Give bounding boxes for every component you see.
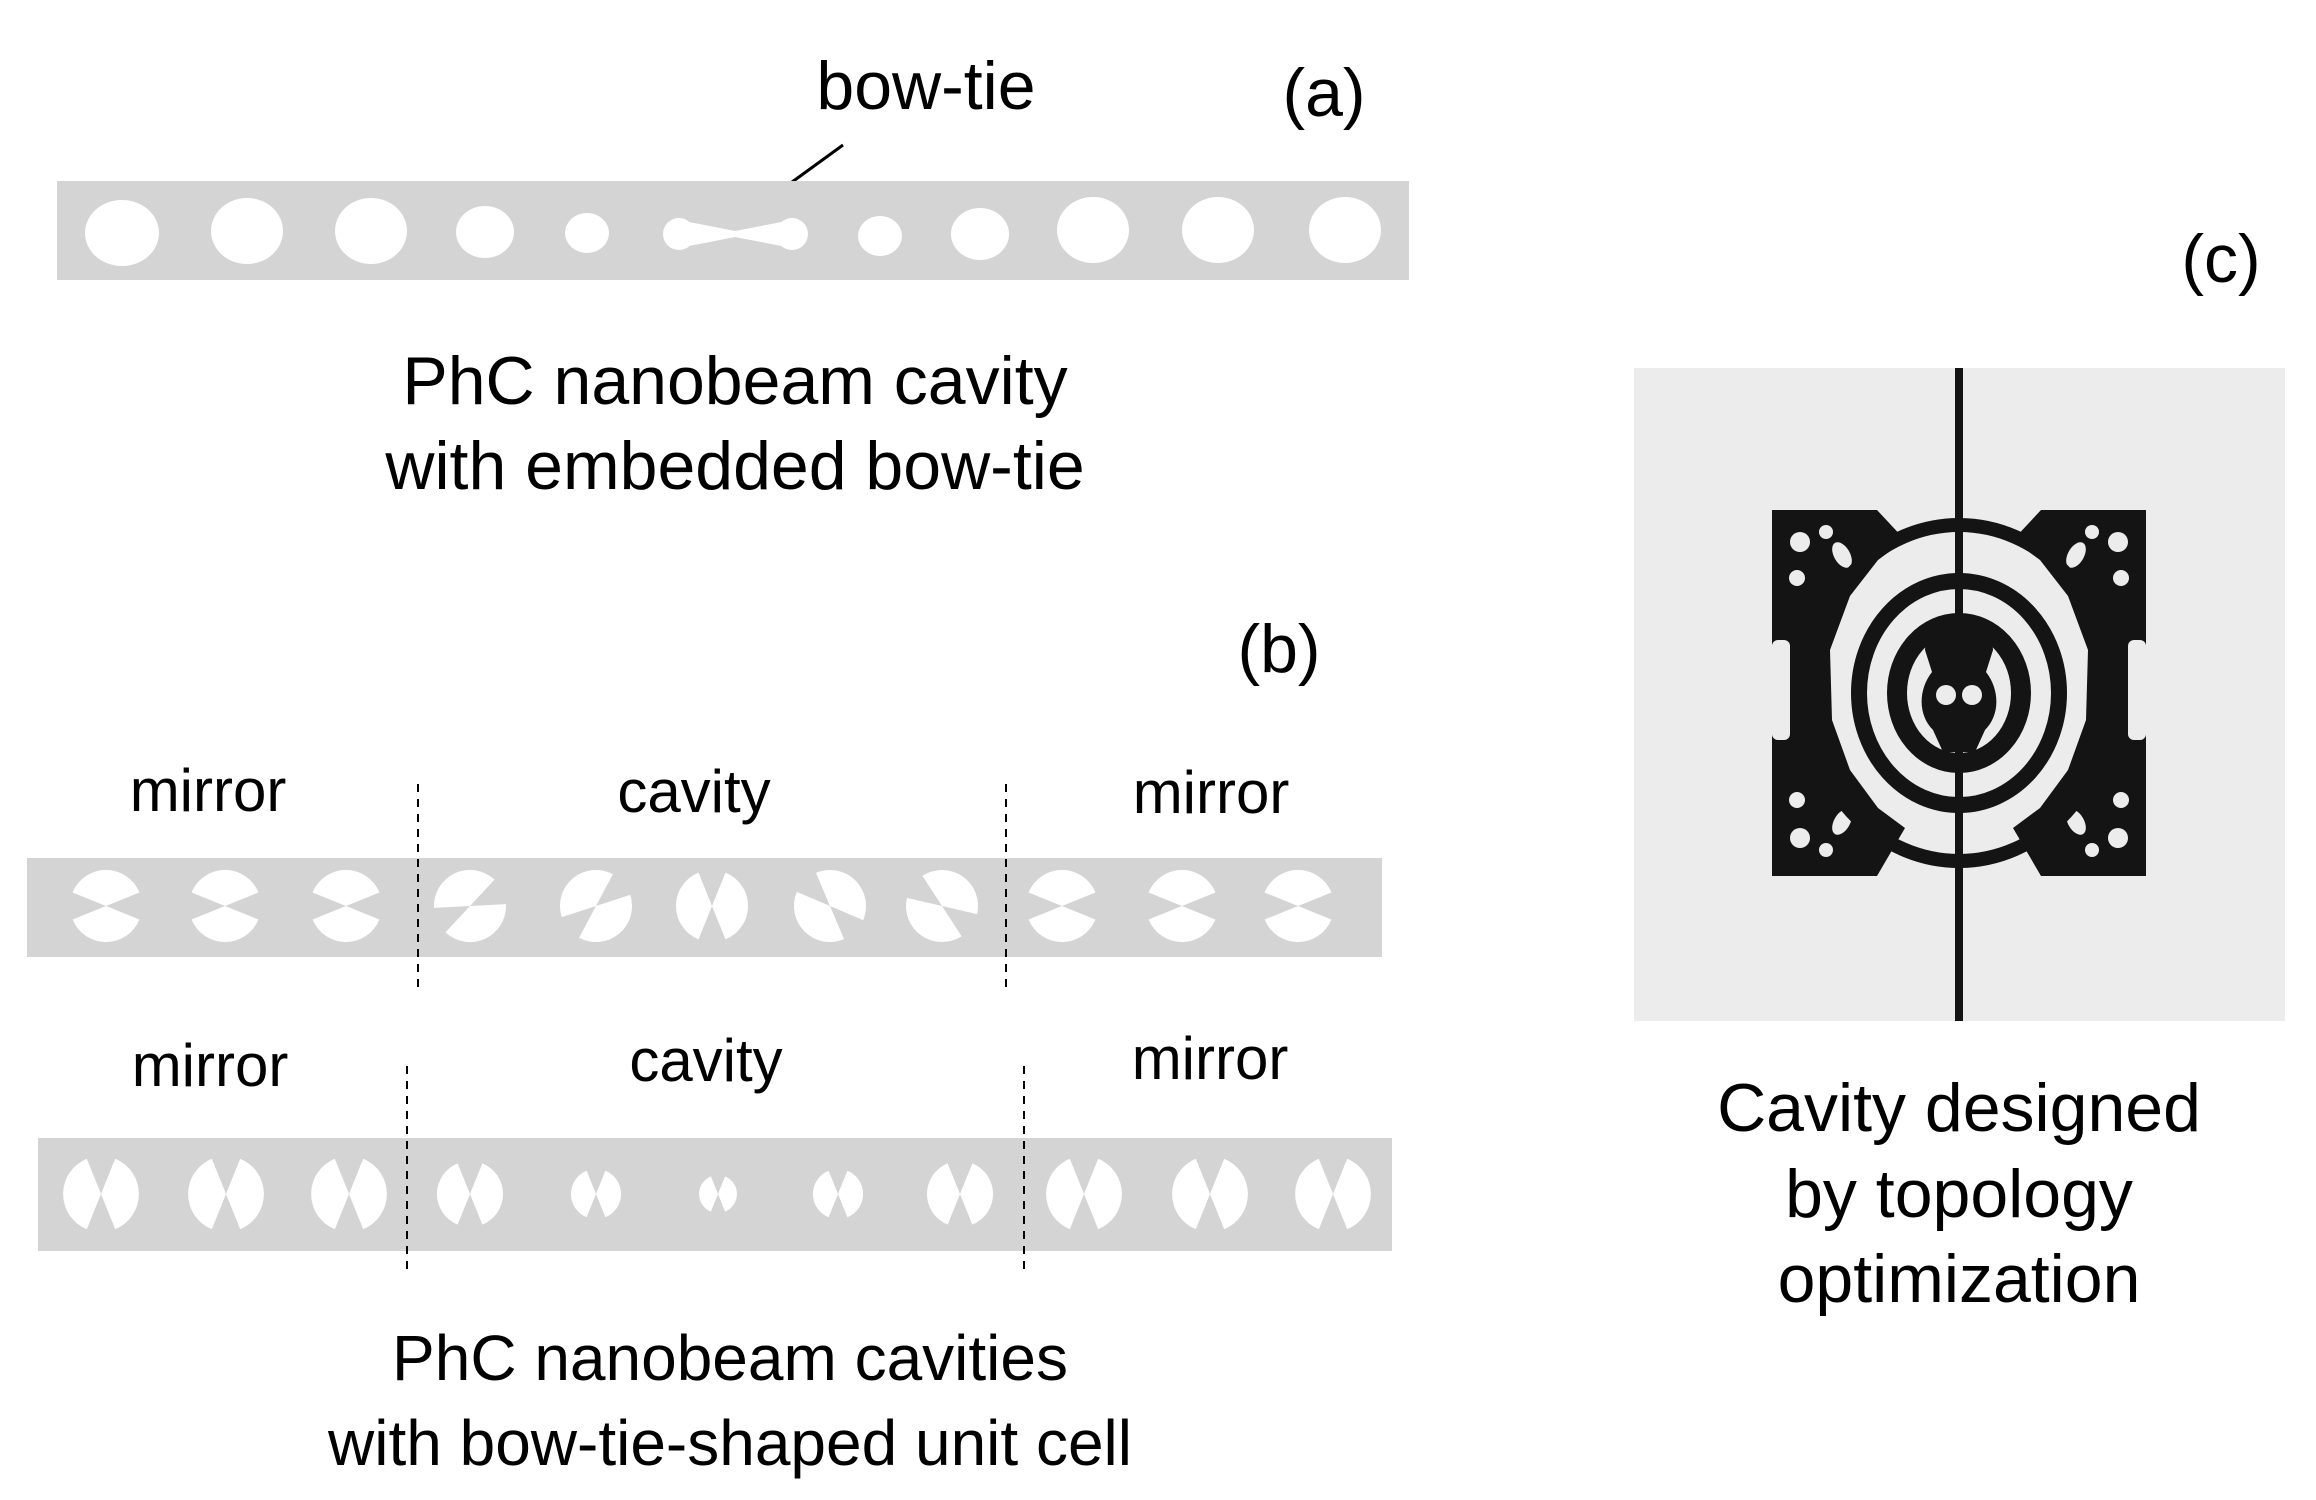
bow-tie-hole <box>927 1163 993 1225</box>
holes-b1 <box>72 869 1332 943</box>
hole <box>1309 197 1381 263</box>
hole <box>335 198 407 264</box>
panel-a-letter: (a) <box>1282 55 1365 131</box>
panel-c-letter: (c) <box>2181 221 2260 297</box>
caption-c-line1: Cavity designed <box>1717 1070 2201 1146</box>
bow-tie-hole <box>1046 1158 1122 1230</box>
bow-tie-callout: bow-tie <box>816 48 1035 124</box>
bow-tie-hole <box>72 869 140 943</box>
bow-tie-hole <box>434 869 506 943</box>
bow-tie-hole <box>699 1176 737 1212</box>
bow-tie-hole <box>188 1158 264 1230</box>
panel-a: (a) bow-tie PhC nanobeam cavity with emb… <box>57 48 1409 504</box>
caption-b-line1: PhC nanobeam cavities <box>392 1322 1068 1394</box>
caption-c-line2: by topology <box>1785 1156 2133 1232</box>
panel-c: (c) <box>1634 221 2285 1317</box>
caption-c-line3: optimization <box>1778 1241 2141 1317</box>
caption-a-line2: with embedded bow-tie <box>384 428 1084 504</box>
bow-tie-hole <box>63 1158 139 1230</box>
hole <box>211 198 283 264</box>
hole <box>1057 197 1129 263</box>
holes-b2 <box>63 1158 1371 1230</box>
bow-tie-hole <box>1148 869 1216 943</box>
row1-cavity: cavity <box>617 758 770 825</box>
bow-tie-hole <box>793 869 867 943</box>
topology-structure <box>1772 368 2146 1021</box>
row2-cavity: cavity <box>629 1027 782 1094</box>
row1-mirror-right: mirror <box>1133 759 1290 826</box>
bow-tie-hole <box>1295 1158 1371 1230</box>
bow-tie-hole <box>560 869 632 943</box>
bow-tie-hole <box>905 869 979 943</box>
hole <box>456 206 514 258</box>
bow-tie-hole <box>675 872 749 940</box>
holes-a <box>85 197 1381 266</box>
caption-a-line1: PhC nanobeam cavity <box>402 343 1067 419</box>
bow-tie-hole <box>311 1158 387 1230</box>
panel-b-letter: (b) <box>1237 611 1320 687</box>
hole <box>858 216 902 256</box>
bow-tie-hole <box>312 869 380 943</box>
bow-tie-hole <box>1172 1158 1248 1230</box>
panel-b: (b) mirror cavity mirror mirror cavity m… <box>27 611 1392 1479</box>
bow-tie-hole <box>570 1170 622 1218</box>
bow-tie-hole <box>1028 869 1096 943</box>
row2-mirror-left: mirror <box>132 1032 289 1099</box>
row2-mirror-right: mirror <box>1132 1025 1289 1092</box>
hole <box>565 213 609 253</box>
hole <box>85 200 159 266</box>
bow-tie-hole <box>812 1170 864 1218</box>
caption-b-line2: with bow-tie-shaped unit cell <box>327 1407 1132 1479</box>
hole <box>951 208 1009 260</box>
row1-mirror-left: mirror <box>130 757 287 824</box>
bow-tie-shape <box>663 218 808 250</box>
bow-tie-hole <box>1264 869 1332 943</box>
hole <box>1182 197 1254 263</box>
bow-tie-hole <box>191 869 259 943</box>
bow-tie-hole <box>437 1163 503 1225</box>
